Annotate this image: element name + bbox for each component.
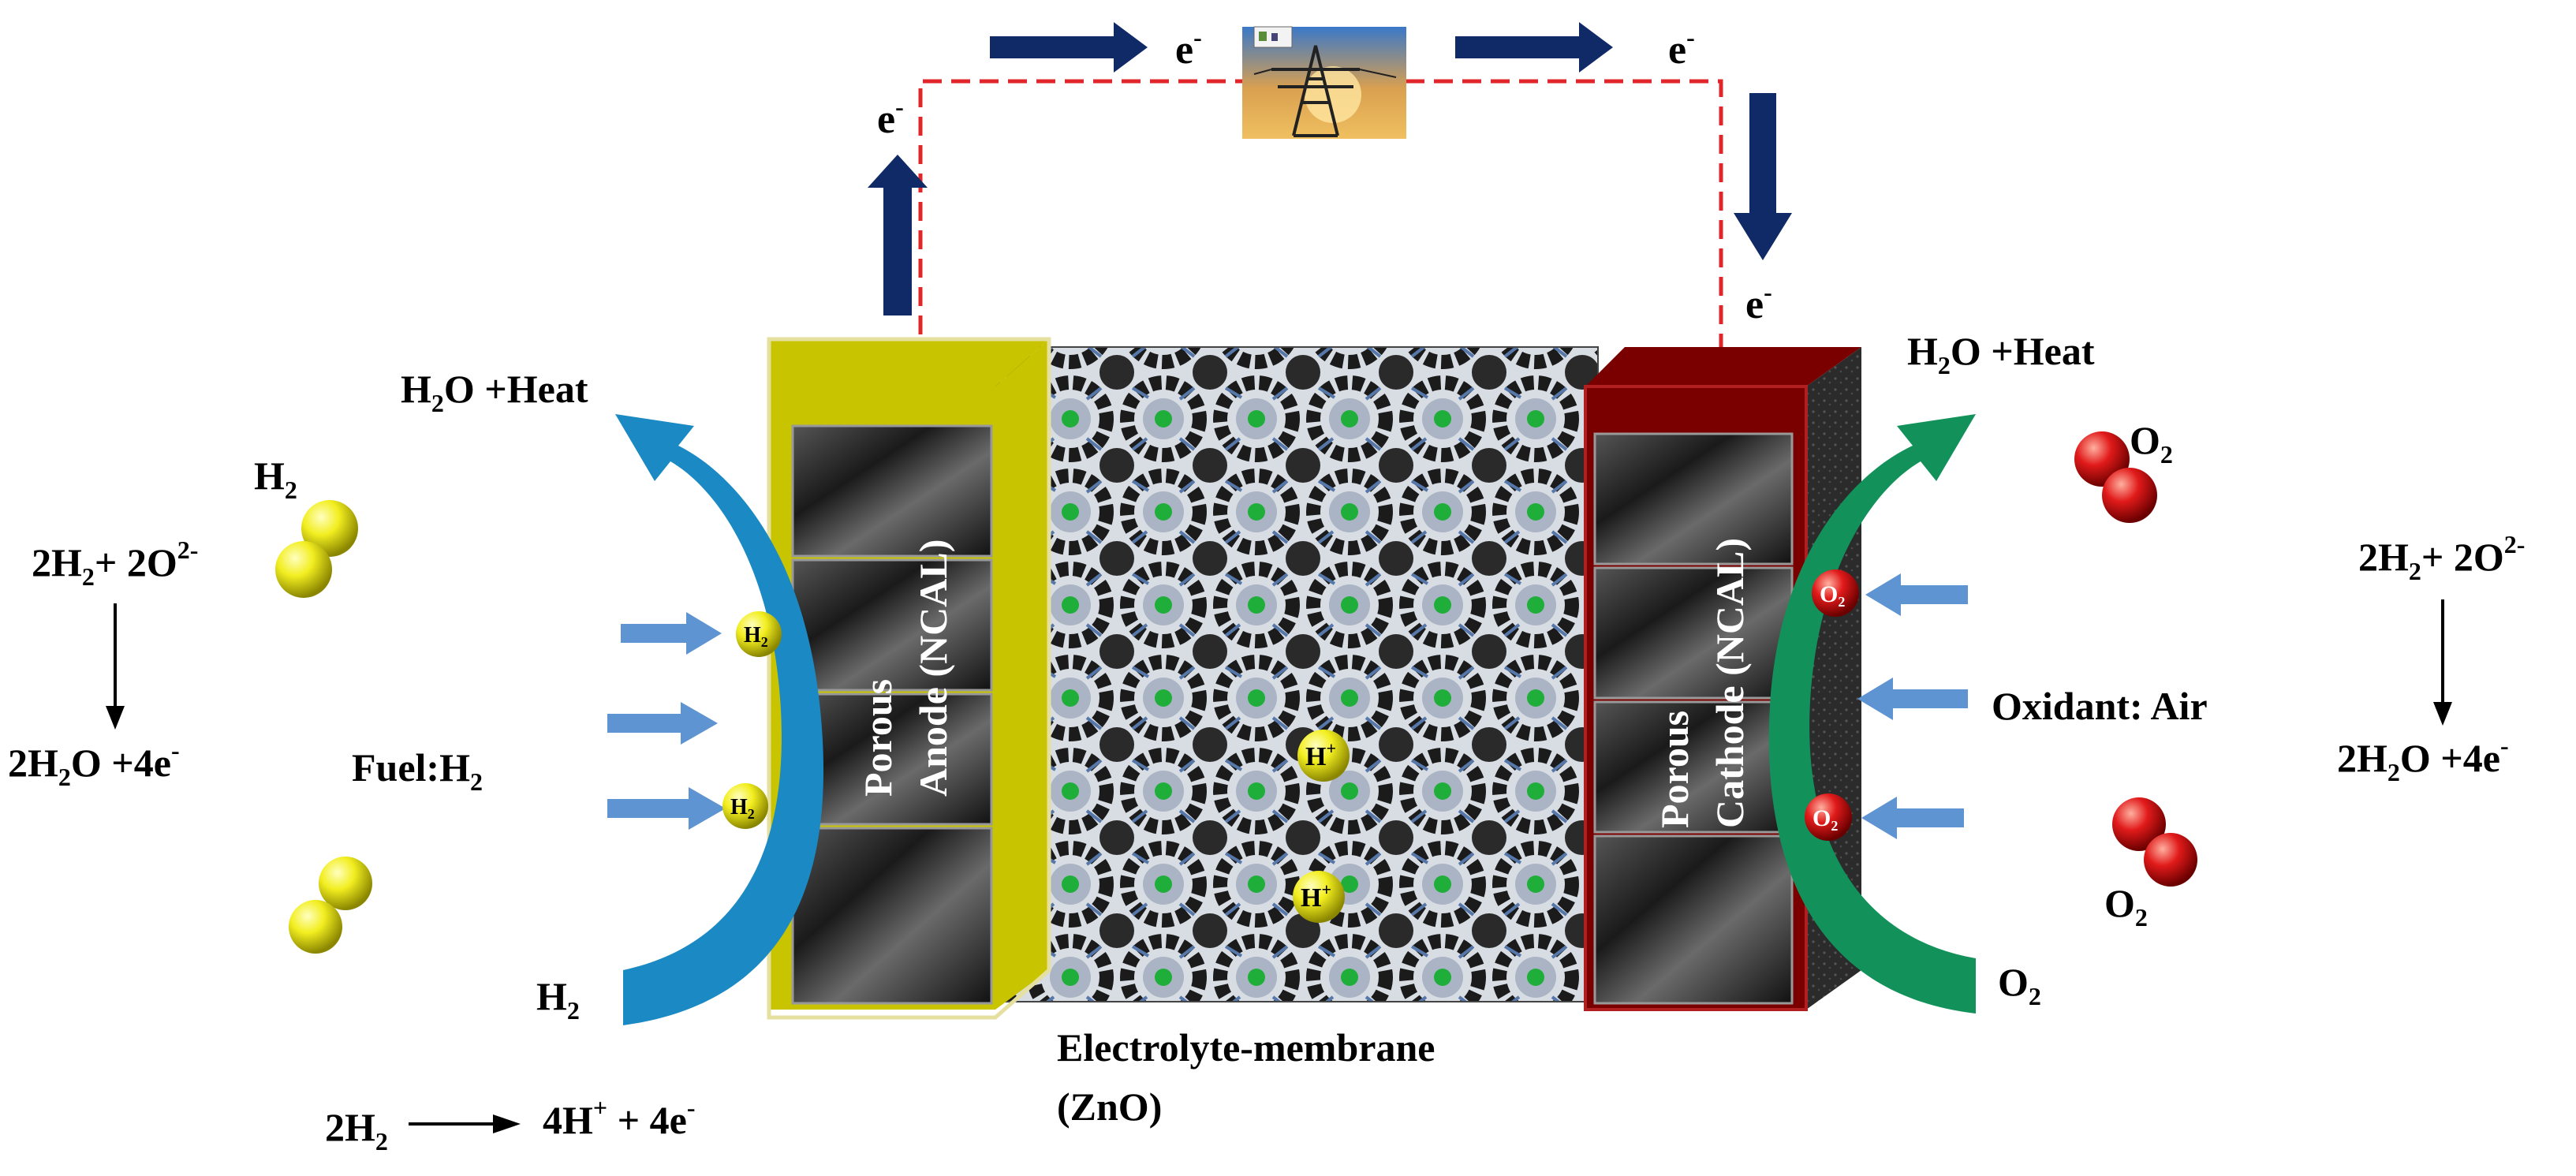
o2-molecule-upper-label: O2 [2130, 418, 2173, 469]
electron-label-top-left: e- [1175, 23, 1202, 73]
left-reaction-lhs: 2H2+ 2O2- [32, 536, 198, 591]
electron-arrow-top-left [990, 22, 1148, 73]
cathode-exhaust-label: H2O +Heat [1907, 329, 2095, 379]
bottom-reaction-arrow [409, 1114, 521, 1133]
h2-bead-lower: H2 [722, 783, 768, 829]
h2-inlet-arrows [607, 612, 726, 830]
left-reaction-arrow [106, 603, 125, 730]
electron-arrow-cathode-down [1734, 93, 1792, 260]
anode-flow-arrow [615, 414, 824, 1025]
o2-bead-upper: O2 [1812, 569, 1859, 617]
o2-molecule-upper [2074, 431, 2157, 523]
svg-text:O2: O2 [1813, 805, 1838, 834]
electrolyte-label-line2: (ZnO) [1057, 1085, 1162, 1129]
electron-label-top-right: e- [1668, 23, 1695, 73]
anode-reaction-rhs: 4H+ + 4e- [543, 1093, 695, 1142]
h2-molecule-lower [289, 857, 372, 954]
svg-text:O2: O2 [1820, 581, 1845, 610]
svg-text:H2: H2 [744, 623, 768, 650]
anode-reaction-lhs: 2H2 [325, 1105, 388, 1155]
electron-label-cathode: e- [1745, 278, 1772, 327]
svg-text:Porous: Porous [856, 679, 900, 797]
h2-molecule-upper [275, 500, 358, 598]
o2-molecule-lower [2112, 797, 2197, 887]
power-tower-icon [1242, 26, 1406, 139]
fuel-label: Fuel:H2 [352, 745, 483, 796]
svg-text:H2: H2 [730, 795, 755, 822]
proton-bead-upper: H+ [1297, 730, 1350, 782]
electron-arrow-top-right [1455, 22, 1613, 73]
right-reaction-rhs: 2H2O +4e- [2337, 731, 2509, 786]
air-inlet-arrows [1857, 573, 1968, 839]
right-reaction-arrow [2433, 599, 2452, 726]
h2-inlet-label: H2 [536, 974, 580, 1025]
cathode-label: Porous Cathode (NCAL) [1652, 538, 1752, 828]
porous-anode [767, 337, 1051, 1020]
electron-arrow-anode-up [868, 155, 928, 315]
o2-molecule-lower-label: O2 [2104, 881, 2148, 931]
svg-text:H+: H+ [1301, 879, 1331, 913]
electron-label-anode: e- [877, 92, 904, 142]
left-reaction-rhs: 2H2O +4e- [8, 736, 180, 791]
o2-inlet-label: O2 [1998, 960, 2041, 1010]
anode-exhaust-label: H2O +Heat [401, 367, 588, 417]
svg-text:Anode (NCAL): Anode (NCAL) [911, 539, 955, 797]
svg-text:Porous: Porous [1652, 711, 1697, 828]
o2-bead-lower: O2 [1805, 793, 1852, 841]
svg-text:H+: H+ [1305, 738, 1336, 771]
proton-bead-lower: H+ [1293, 871, 1345, 923]
electrolyte-label-line1: Electrolyte-membrane [1057, 1025, 1435, 1070]
right-reaction-lhs: 2H2+ 2O2- [2358, 530, 2525, 585]
h2-molecule-label: H2 [254, 454, 297, 504]
cathode-flow-arrow [1768, 414, 1976, 1014]
svg-text:Cathode (NCAL): Cathode (NCAL) [1708, 538, 1752, 828]
oxidant-label: Oxidant: Air [1992, 684, 2208, 728]
anode-label: Porous Anode (NCAL) [856, 539, 955, 797]
h2-bead-upper: H2 [736, 611, 782, 657]
